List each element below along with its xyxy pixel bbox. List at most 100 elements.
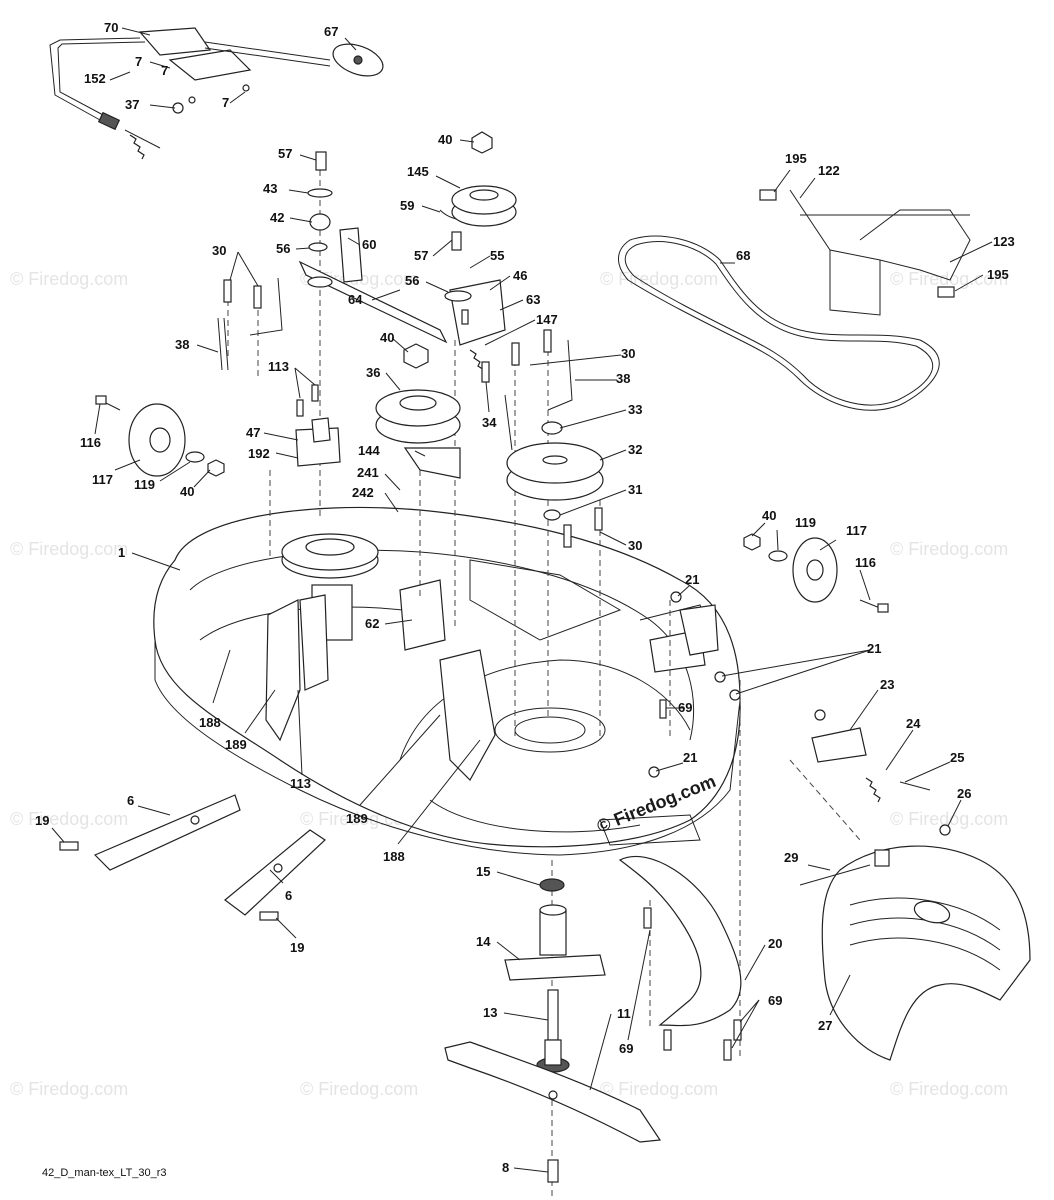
- callout: 69: [678, 700, 692, 715]
- mower-blade: [444, 1041, 662, 1183]
- deck-bracket-right: [649, 604, 719, 673]
- callout: 116: [855, 555, 876, 570]
- callout: 40: [762, 508, 776, 523]
- callout: 113: [290, 776, 311, 791]
- callout: 113: [268, 359, 289, 374]
- callout: 14: [476, 934, 491, 949]
- svg-text:© Firedog.com: © Firedog.com: [10, 269, 128, 289]
- callout-labels: 70 67 7 7 152 37 7 57 43 42 56 60 59 145…: [35, 20, 1015, 1175]
- callout: 56: [405, 273, 419, 288]
- callout: 67: [324, 24, 338, 39]
- callout: 19: [290, 940, 304, 955]
- svg-text:© Firedog.com: © Firedog.com: [890, 809, 1008, 829]
- svg-text:© Firedog.com: © Firedog.com: [300, 1079, 418, 1099]
- callout: 122: [818, 163, 840, 178]
- callout: 27: [818, 1018, 832, 1033]
- svg-text:© Firedog.com: © Firedog.com: [890, 269, 1008, 289]
- callout: 36: [366, 365, 380, 380]
- chute-deflector-bracket: [618, 855, 742, 1061]
- callout: 241: [357, 465, 379, 480]
- svg-text:© Firedog.com: © Firedog.com: [890, 539, 1008, 559]
- callout: 38: [616, 371, 630, 386]
- callout: 119: [795, 515, 816, 530]
- callout: 55: [490, 248, 504, 263]
- callout: 19: [35, 813, 49, 828]
- callout: 40: [180, 484, 194, 499]
- callout: 123: [993, 234, 1015, 249]
- callout: 7: [222, 95, 229, 110]
- lever-assembly: [49, 27, 331, 160]
- callout: 29: [784, 850, 798, 865]
- callout: 189: [346, 811, 368, 826]
- callout: 56: [276, 241, 290, 256]
- callout: 6: [285, 888, 292, 903]
- callout: 144: [358, 443, 380, 458]
- callout: 147: [536, 312, 558, 327]
- callout: 21: [867, 641, 881, 656]
- callout: 7: [135, 54, 142, 69]
- svg-text:© Firedog.com: © Firedog.com: [10, 1079, 128, 1099]
- callout: 40: [380, 330, 394, 345]
- drive-belt: [618, 235, 940, 411]
- callout: 195: [987, 267, 1009, 282]
- callout: 40: [438, 132, 452, 147]
- callout: 33: [628, 402, 642, 417]
- callout: 195: [785, 151, 807, 166]
- callout: 7: [161, 63, 168, 78]
- callout: 57: [278, 146, 292, 161]
- callout: 69: [768, 993, 782, 1008]
- lift-link-upper: [59, 794, 241, 871]
- callout: 43: [263, 181, 277, 196]
- gauge-wheel-right: [743, 533, 889, 613]
- callout: 38: [175, 337, 189, 352]
- callout: 21: [683, 750, 697, 765]
- callout: 242: [352, 485, 374, 500]
- callout: 15: [476, 864, 490, 879]
- callout: 6: [127, 793, 134, 808]
- callout: 23: [880, 677, 894, 692]
- callout: 62: [365, 616, 379, 631]
- idler-arm-assembly: [298, 151, 506, 371]
- callout: 117: [846, 523, 867, 538]
- callout: 63: [526, 292, 540, 307]
- callout: 24: [906, 716, 921, 731]
- handle-grip: [332, 43, 384, 77]
- svg-text:© Firedog.com: © Firedog.com: [600, 1079, 718, 1099]
- diagram-code: 42_D_man-tex_LT_30_r3: [42, 1167, 167, 1179]
- callout: 30: [212, 243, 226, 258]
- callout: 59: [400, 198, 414, 213]
- callout: 8: [502, 1160, 509, 1175]
- callout: 47: [246, 425, 260, 440]
- callout: 119: [134, 477, 155, 492]
- callout: 30: [628, 538, 642, 553]
- belt-guide-bracket: [759, 189, 971, 316]
- callout: 34: [482, 415, 497, 430]
- callout: 189: [225, 737, 247, 752]
- callout: 57: [414, 248, 428, 263]
- watermark-pattern: © Firedog.com © Firedog.com © Firedog.co…: [10, 269, 1008, 1099]
- callout: 117: [92, 472, 113, 487]
- callout: 21: [685, 572, 699, 587]
- callout: 152: [84, 71, 106, 86]
- callout: 68: [736, 248, 750, 263]
- callout: 145: [407, 164, 429, 179]
- callout: 188: [199, 715, 221, 730]
- right-hardware: [648, 591, 951, 836]
- callout: 192: [248, 446, 270, 461]
- callout: 69: [619, 1041, 633, 1056]
- svg-text:© Firedog.com: © Firedog.com: [600, 269, 718, 289]
- callout: 188: [383, 849, 405, 864]
- callout: 116: [80, 435, 101, 450]
- callout: 11: [617, 1006, 631, 1021]
- callout: 60: [362, 237, 376, 252]
- callout: 64: [348, 292, 363, 307]
- rods-and-bolts: [217, 277, 603, 548]
- callout: 31: [628, 482, 642, 497]
- callout: 30: [621, 346, 635, 361]
- callout: 42: [270, 210, 284, 225]
- svg-text:© Firedog.com: © Firedog.com: [890, 1079, 1008, 1099]
- callout: 20: [768, 936, 782, 951]
- callout: 13: [483, 1005, 497, 1020]
- lift-link-lower: [224, 829, 326, 921]
- callout: 46: [513, 268, 527, 283]
